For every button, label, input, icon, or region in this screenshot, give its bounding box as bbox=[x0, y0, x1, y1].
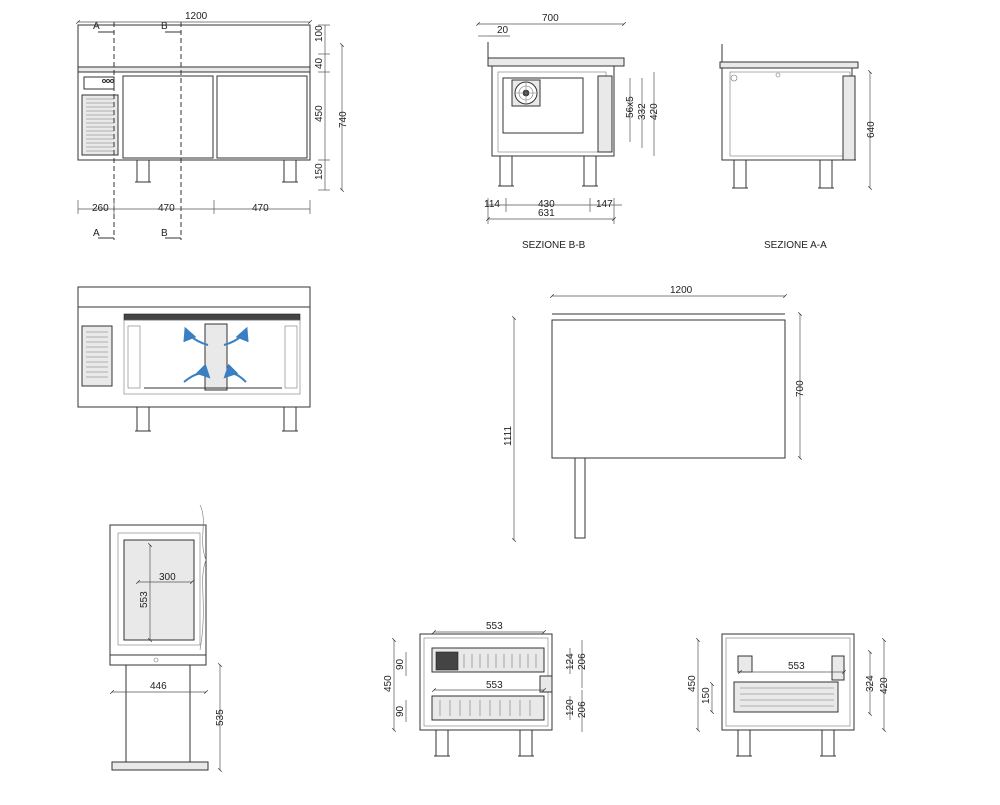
dim-drawer-sec-553-mid: 553 bbox=[486, 680, 503, 691]
leg bbox=[136, 159, 150, 183]
dim-basket-324: 324 bbox=[865, 675, 876, 692]
leg bbox=[435, 729, 449, 757]
dim-drawer-sec-124: 124 bbox=[565, 653, 576, 670]
dim-drawer-553: 553 bbox=[139, 591, 150, 608]
leg bbox=[283, 406, 297, 432]
airflow-arrow-icon bbox=[183, 326, 249, 383]
fan-icon bbox=[511, 79, 541, 107]
leg bbox=[819, 159, 833, 189]
leg bbox=[519, 729, 533, 757]
section-mark-a-top: A bbox=[93, 21, 100, 32]
dim-width-1200: 1200 bbox=[185, 11, 208, 22]
leg bbox=[583, 155, 597, 187]
dim-drawer-sec-90b: 90 bbox=[395, 705, 406, 717]
dim-plan-1111: 1111 bbox=[503, 426, 514, 446]
section-aa-view: 640 SEZIONE A-A bbox=[719, 44, 877, 251]
dim-470-mid: 470 bbox=[158, 203, 175, 214]
section-mark-a-bottom: A bbox=[93, 228, 100, 239]
interior-airflow-view bbox=[77, 286, 311, 432]
leg bbox=[136, 406, 150, 432]
dim-450: 450 bbox=[314, 105, 325, 122]
control-panel bbox=[83, 76, 115, 90]
leg bbox=[821, 729, 835, 757]
section-bb-view: 700 20 114 430 147 631 56x5 332 420 SEZI… bbox=[476, 13, 660, 251]
dim-drawer-535: 535 bbox=[215, 709, 226, 726]
dim-drawer-sec-553-top: 553 bbox=[486, 621, 503, 632]
dim-drawer-sec-90a: 90 bbox=[395, 658, 406, 670]
dim-aa-640: 640 bbox=[866, 121, 877, 138]
drawer-detail-view: 300 553 446 535 bbox=[109, 504, 226, 772]
dim-plan-1200: 1200 bbox=[670, 285, 693, 296]
caption-section-bb: SEZIONE B-B bbox=[522, 240, 586, 251]
dim-40: 40 bbox=[314, 57, 325, 69]
leg bbox=[733, 159, 747, 189]
dim-bb-20: 20 bbox=[497, 25, 509, 36]
dim-plan-700: 700 bbox=[795, 380, 806, 397]
louver-grille-icon bbox=[81, 325, 113, 387]
basket-section-view: 553 450 150 324 420 bbox=[687, 633, 890, 757]
dim-bb-631: 631 bbox=[538, 208, 555, 219]
dim-bb-700: 700 bbox=[542, 13, 559, 24]
section-mark-b-bottom: B bbox=[161, 228, 168, 239]
dim-basket-150: 150 bbox=[701, 687, 712, 704]
dim-bb-332: 332 bbox=[637, 103, 648, 120]
door-left bbox=[122, 75, 214, 159]
dim-basket-420: 420 bbox=[879, 677, 890, 694]
leg bbox=[499, 155, 513, 187]
dim-drawer-sec-450: 450 bbox=[383, 675, 394, 692]
dim-bb-420: 420 bbox=[649, 103, 660, 120]
dim-drawer-300: 300 bbox=[159, 572, 176, 583]
leg bbox=[283, 159, 297, 183]
dim-drawer-sec-206a: 206 bbox=[577, 653, 588, 670]
dim-basket-450: 450 bbox=[687, 675, 698, 692]
dim-740: 740 bbox=[338, 111, 349, 128]
dim-drawer-sec-120: 120 bbox=[565, 699, 576, 716]
section-mark-b-top: B bbox=[161, 21, 168, 32]
plan-view: 1200 700 1111 bbox=[503, 285, 806, 542]
door-right bbox=[216, 75, 308, 159]
dim-470-right: 470 bbox=[252, 203, 269, 214]
drawer-section-view: 553 553 450 90 90 124 206 120 206 bbox=[383, 621, 588, 757]
leg bbox=[737, 729, 751, 757]
dim-basket-553: 553 bbox=[788, 661, 805, 672]
dim-bb-147: 147 bbox=[596, 199, 613, 210]
dim-drawer-sec-206b: 206 bbox=[577, 701, 588, 718]
dim-bb-114: 114 bbox=[484, 199, 500, 210]
front-elevation-view: A B A B 1200 260 470 470 100 40 450 150 … bbox=[76, 11, 349, 240]
dim-drawer-446: 446 bbox=[150, 681, 167, 692]
dim-260: 260 bbox=[92, 203, 109, 214]
dim-bb-56x5: 56x5 bbox=[625, 96, 636, 118]
dim-100: 100 bbox=[314, 25, 325, 42]
caption-section-aa: SEZIONE A-A bbox=[764, 240, 827, 251]
dim-bb-430: 430 bbox=[538, 199, 555, 210]
louver-grille-icon bbox=[81, 94, 119, 156]
dim-150: 150 bbox=[314, 163, 325, 180]
